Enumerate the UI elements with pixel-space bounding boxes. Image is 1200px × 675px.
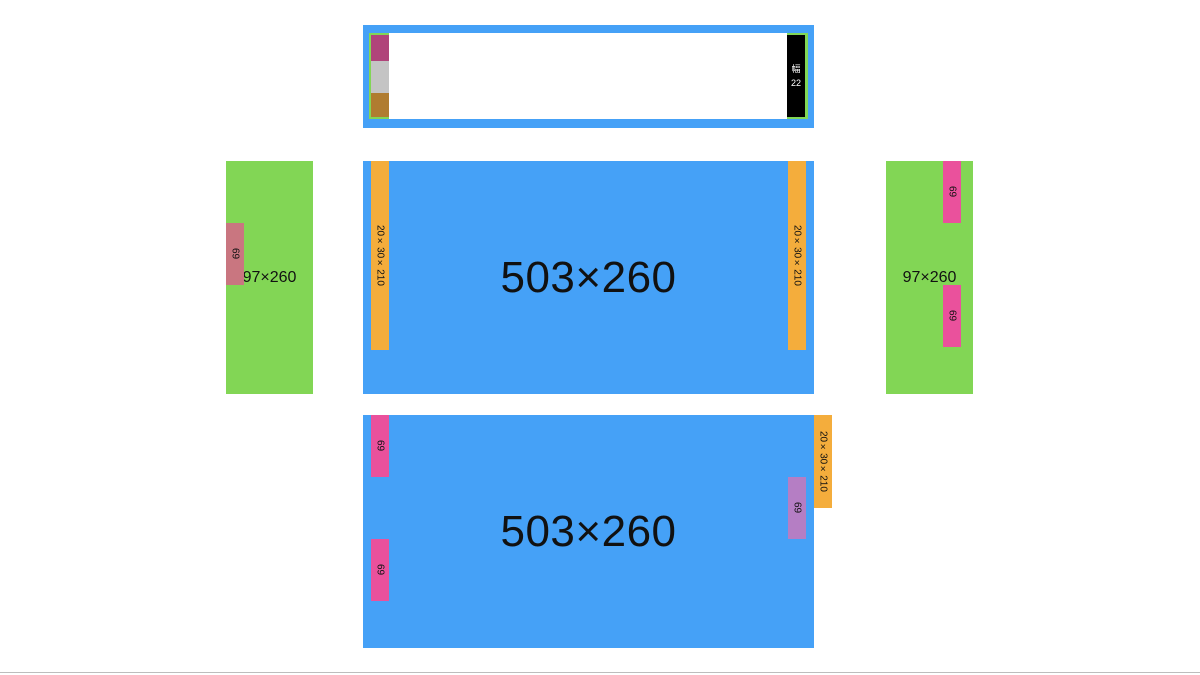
center-right-bar-label: 20×30×210 [791,225,803,286]
bottom-left-tab-top-label: 69 [374,440,386,452]
right-side-tab-bottom: 69 [943,285,961,347]
center-left-bar: 20×30×210 [371,161,389,350]
right-side-tab-bottom-label: 69 [946,310,958,322]
swatch-brown [371,93,389,117]
bottom-side-bar-label: 20×30×210 [817,431,829,492]
width-marker-value: 22 [790,78,801,88]
width-marker-label: 幅 [791,64,801,74]
left-side-tab: 69 [226,223,244,285]
swatch-magenta [371,35,389,61]
right-side-tab-top-label: 69 [946,186,958,198]
left-side-tab-label: 69 [229,248,241,260]
top-panel: 幅 22 [363,25,814,128]
bottom-right-tab-label: 69 [791,502,803,514]
bottom-panel-label: 503×260 [500,506,677,556]
bottom-left-tab-top: 69 [371,415,389,477]
right-side-tab-top: 69 [943,161,961,223]
bottom-left-tab-bottom-label: 69 [374,564,386,576]
right-side-panel-label: 97×260 [902,268,957,286]
bottom-divider [0,672,1200,673]
center-left-bar-label: 20×30×210 [374,225,386,286]
bottom-side-bar: 20×30×210 [814,415,832,508]
top-panel-white-area [389,33,787,119]
swatch-gray [371,61,389,93]
center-panel-label: 503×260 [500,252,677,302]
width-marker: 幅 22 [787,35,805,117]
center-right-bar: 20×30×210 [788,161,806,350]
left-side-panel-label: 97×260 [242,268,297,286]
center-panel: 503×260 [363,161,814,394]
bottom-left-tab-bottom: 69 [371,539,389,601]
bottom-right-tab: 69 [788,477,806,539]
bottom-panel: 503×260 [363,415,814,648]
